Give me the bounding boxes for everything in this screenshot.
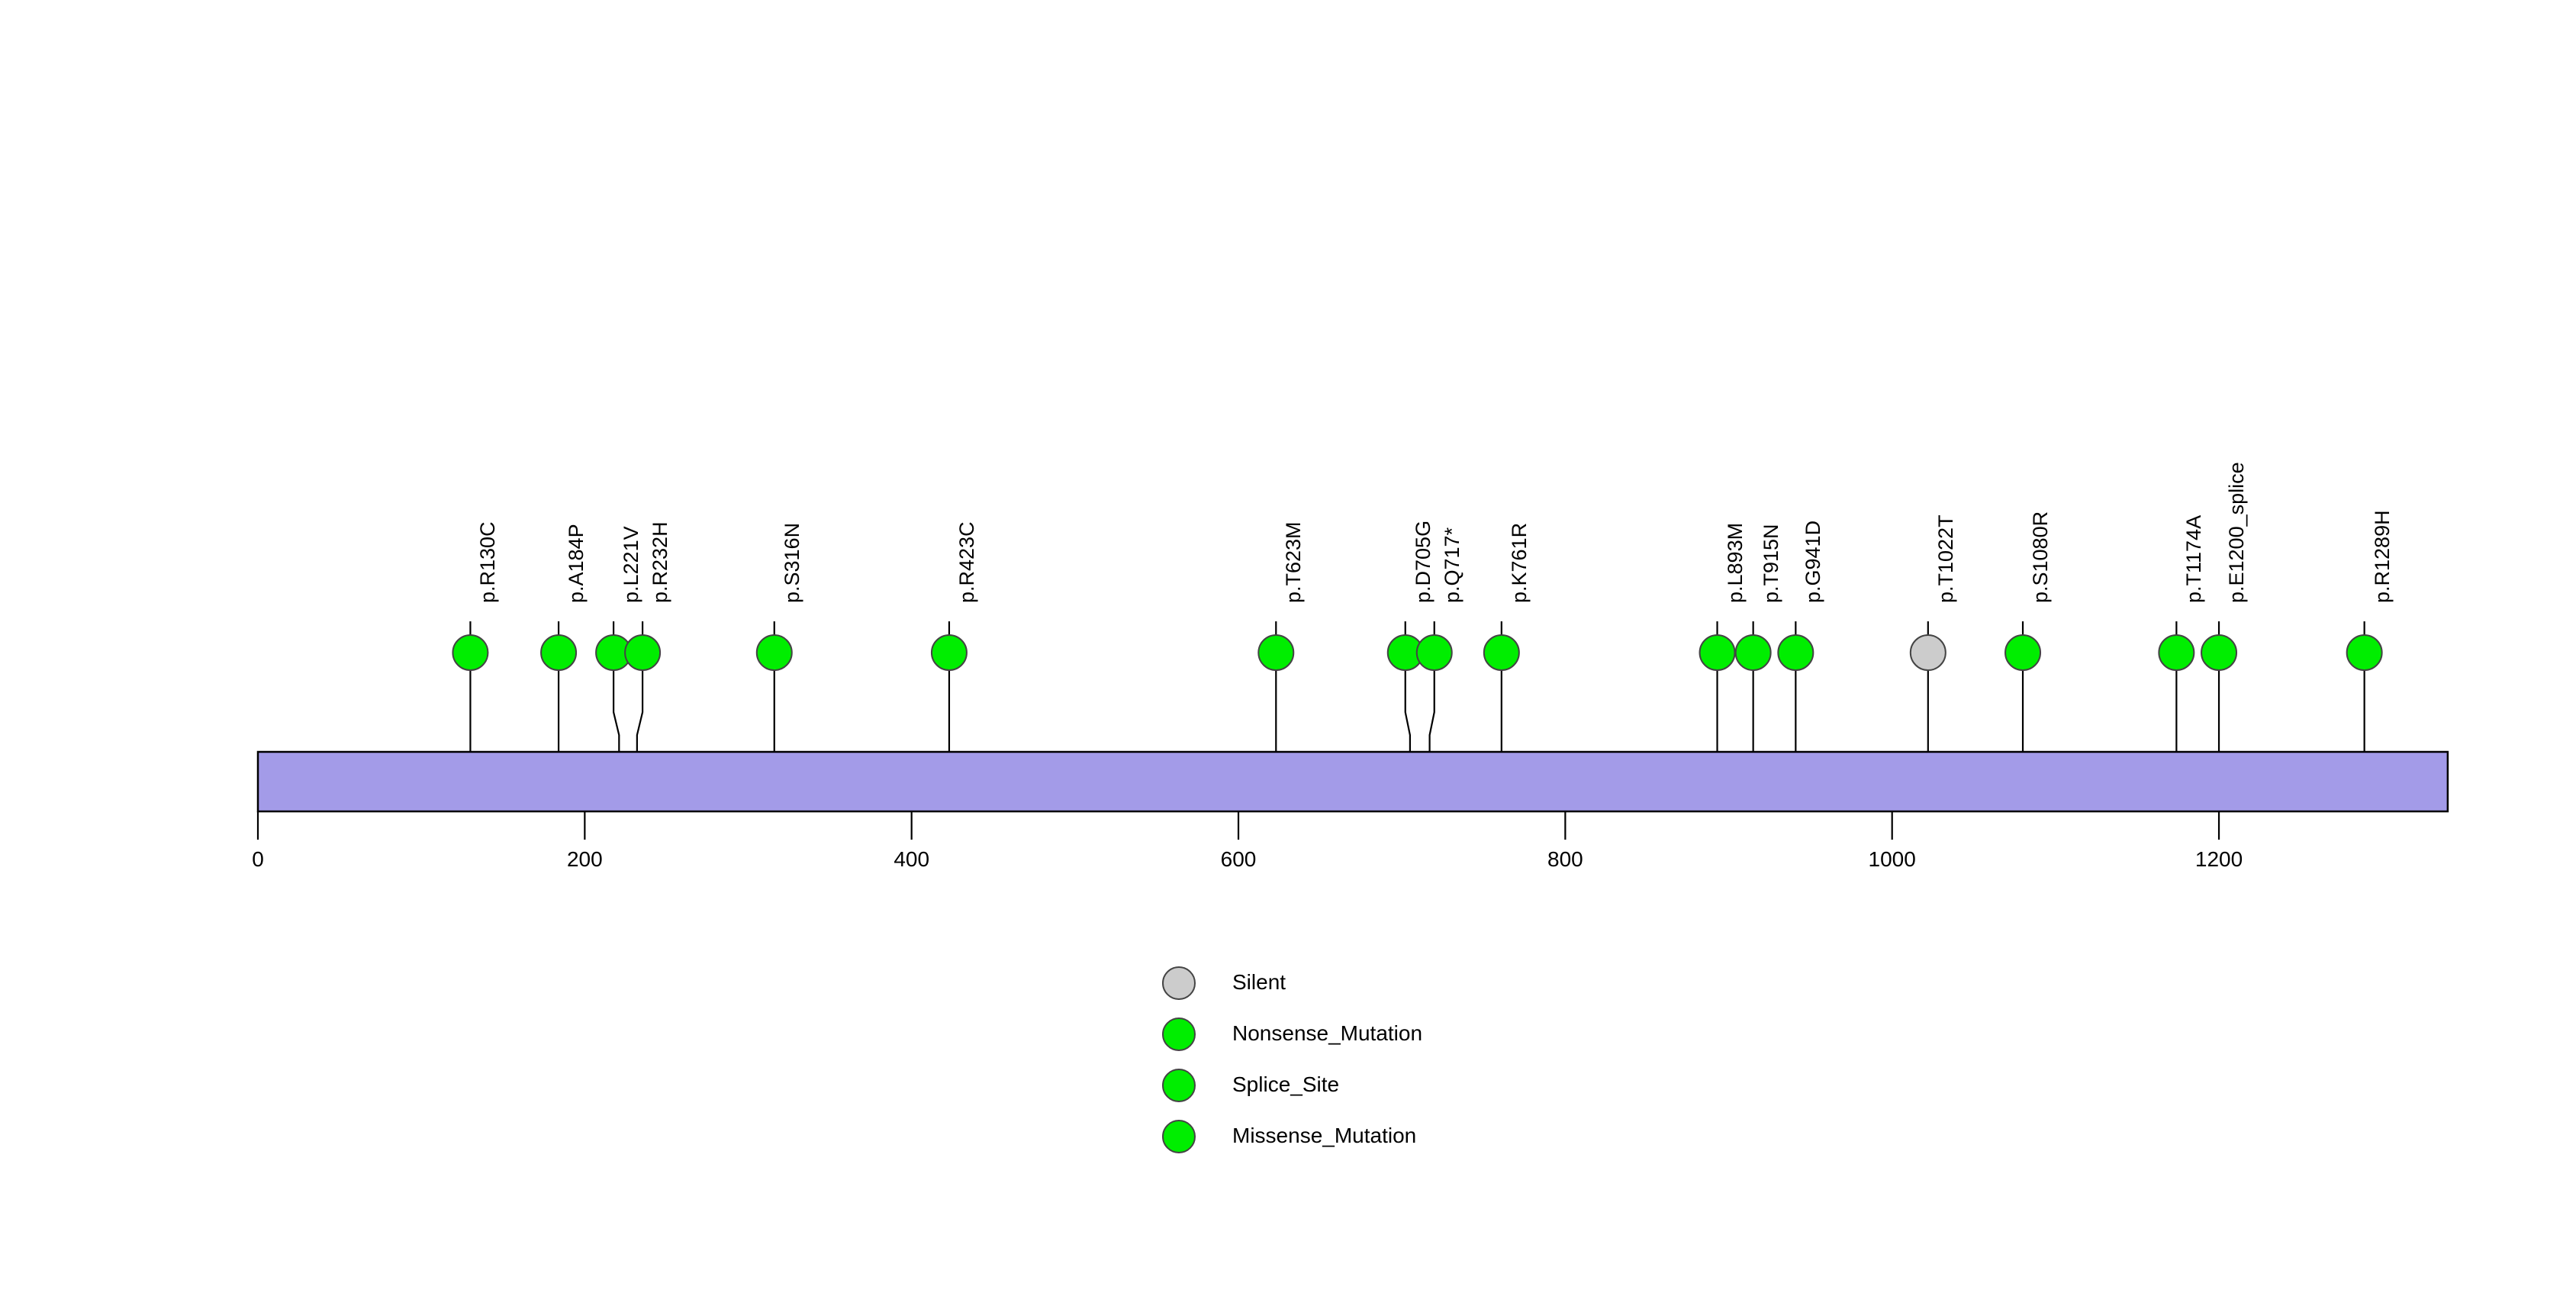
x-axis-tick-label: 600 xyxy=(1220,847,1257,871)
mutation-label: p.S316N xyxy=(780,522,803,603)
legend-markers-group xyxy=(1162,966,1196,1153)
mutation-label: p.G941D xyxy=(1802,520,1825,603)
mutation-label: p.R130C xyxy=(476,521,500,603)
legend-entry-label: Missense_Mutation xyxy=(1232,1124,1417,1147)
x-axis-tick-label: 1000 xyxy=(1868,847,1916,871)
mutation-label: p.R1289H xyxy=(2370,510,2394,603)
mutation-label: p.R423C xyxy=(955,521,978,603)
mutation-label: p.Q717* xyxy=(1440,527,1463,603)
mutation-label: p.T1022T xyxy=(1934,514,1957,603)
x-axis-tick-label: 1200 xyxy=(2194,847,2243,871)
protein-domain-bar-group xyxy=(256,750,2449,813)
mutation-label: p.D705G xyxy=(1411,520,1435,603)
x-axis-tick-label: 0 xyxy=(252,847,264,871)
mutation-label: p.L221V xyxy=(620,526,643,603)
mutation-label: p.A184P xyxy=(565,524,588,603)
mutation-label: p.E1200_splice xyxy=(2225,462,2249,603)
legend-entry-label: Silent xyxy=(1232,970,1286,994)
x-axis-tick-label: 400 xyxy=(894,847,930,871)
x-axis-tick-label: 800 xyxy=(1547,847,1583,871)
mutation-label: p.R232H xyxy=(649,521,672,603)
mutation-label: p.T915N xyxy=(1759,524,1782,603)
legend-entry-label: Splice_Site xyxy=(1232,1072,1340,1096)
mutation-label: p.S1080R xyxy=(2029,511,2053,603)
legend-entry-label: Nonsense_Mutation xyxy=(1232,1021,1423,1045)
mutation-label: p.K761R xyxy=(1507,522,1531,603)
mutation-label: p.T1174A xyxy=(2182,514,2206,603)
x-axis-tick-label: 200 xyxy=(566,847,603,871)
mutation-label: p.T623M xyxy=(1282,521,1306,603)
x-axis-group xyxy=(256,811,2220,840)
lollipop-heads-group xyxy=(452,634,2383,671)
mutation-label: p.L893M xyxy=(1723,522,1747,603)
